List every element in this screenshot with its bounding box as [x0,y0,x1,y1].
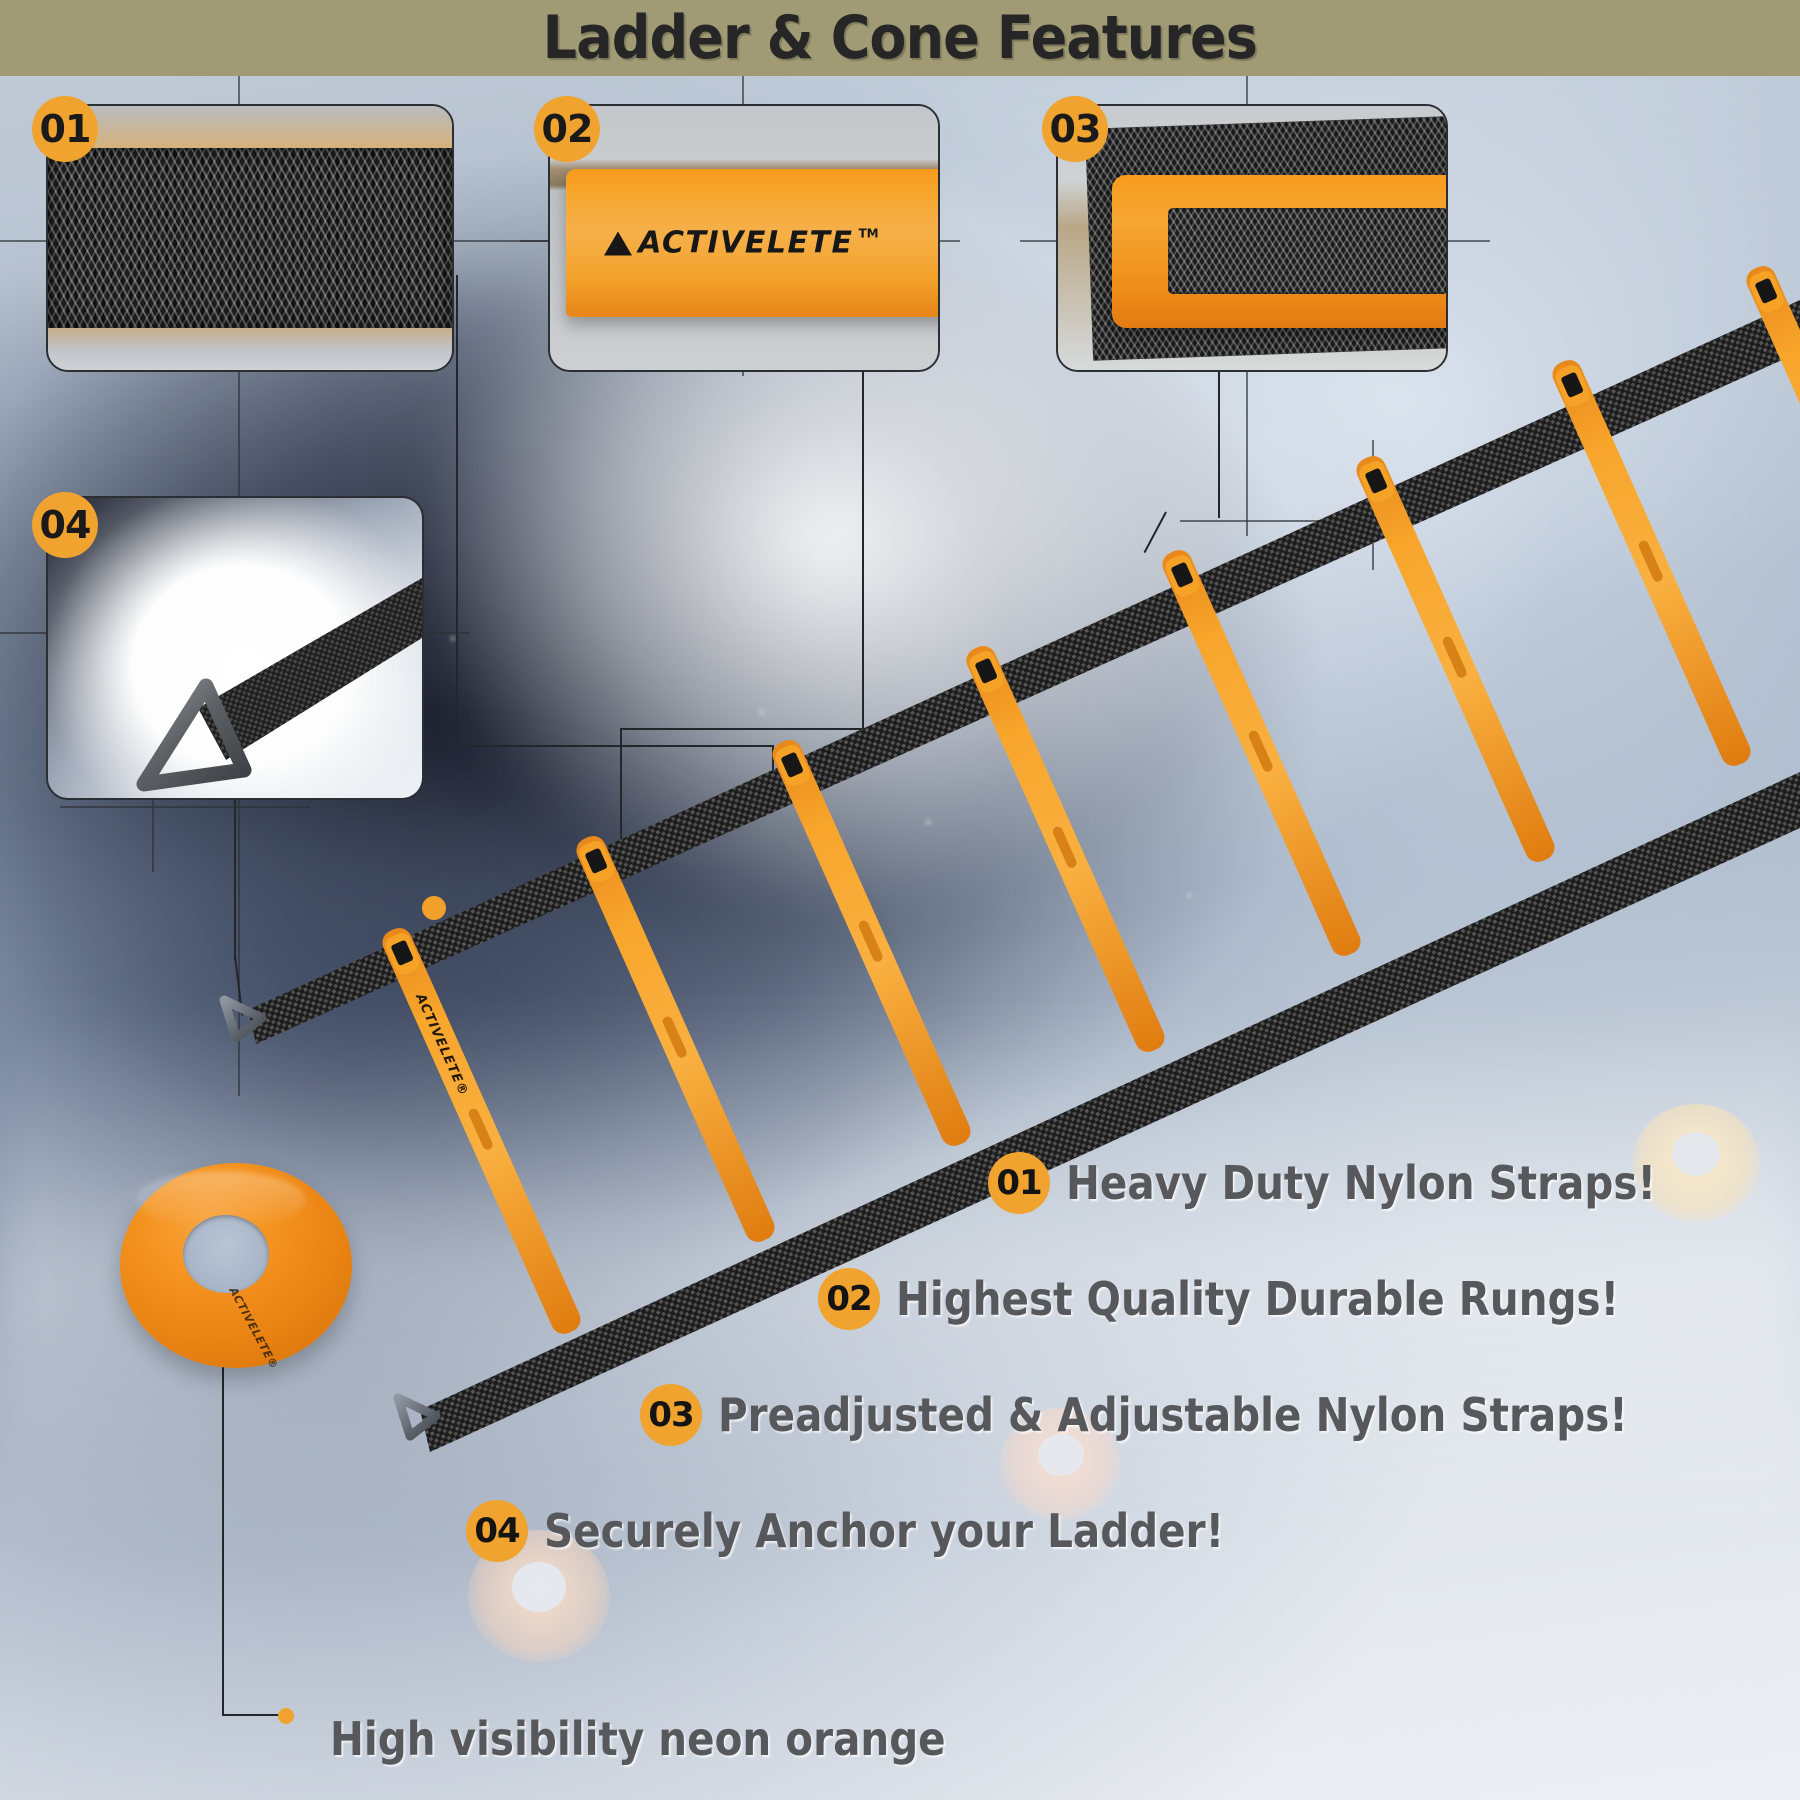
callout-badge-02: 02 [534,96,600,162]
feature-badge-04: 04 [466,1500,528,1562]
trademark-symbol: TM [858,226,879,241]
callout-box-01: 01 [32,96,454,372]
feature-badge-02: 02 [818,1268,880,1330]
callout-04-image [48,498,422,798]
brand-logo-callout-02: ACTIVELETE TM [603,225,879,261]
callout-02-image: ACTIVELETE TM [550,106,938,370]
callout-03-image [1058,106,1446,370]
disc-cone: ACTIVELETE® [120,1163,352,1372]
callout-box-03: 03 [1042,96,1448,372]
feature-row-03: 03 Preadjusted & Adjustable Nylon Straps… [640,1384,1752,1446]
feature-row-02: 02 Highest Quality Durable Rungs! [818,1268,1718,1330]
feature-label-04: Securely Anchor your Ladder! [544,1504,1225,1558]
callout-box-02: ACTIVELETE TM 02 [534,96,940,372]
cone-center-hole [183,1215,269,1293]
callout-badge-03: 03 [1042,96,1108,162]
callout-badge-04: 04 [32,492,98,558]
activelete-a-icon [604,231,633,256]
page-title: Ladder & Cone Features [542,3,1258,73]
feature-label-02: Highest Quality Durable Rungs! [896,1272,1620,1326]
callout-01-image [48,106,452,370]
feature-label-03: Preadjusted & Adjustable Nylon Straps! [718,1388,1628,1442]
feature-badge-01: 01 [988,1152,1050,1214]
header-bar: Ladder & Cone Features [0,0,1800,76]
callout-box-04: 04 [32,492,424,800]
bottom-note-label: High visibility neon orange [330,1712,946,1766]
feature-label-01: Heavy Duty Nylon Straps! [1066,1156,1656,1210]
feature-row-04: 04 Securely Anchor your Ladder! [466,1500,1317,1562]
callout-badge-01: 01 [32,96,98,162]
brand-name-text: ACTIVELETE [638,225,854,261]
feature-row-01: 01 Heavy Duty Nylon Straps! [988,1152,1736,1214]
feature-badge-03: 03 [640,1384,702,1446]
ground-anchor-illustration [136,578,422,792]
cone-brand-logo: ACTIVELETE® [226,1285,281,1372]
